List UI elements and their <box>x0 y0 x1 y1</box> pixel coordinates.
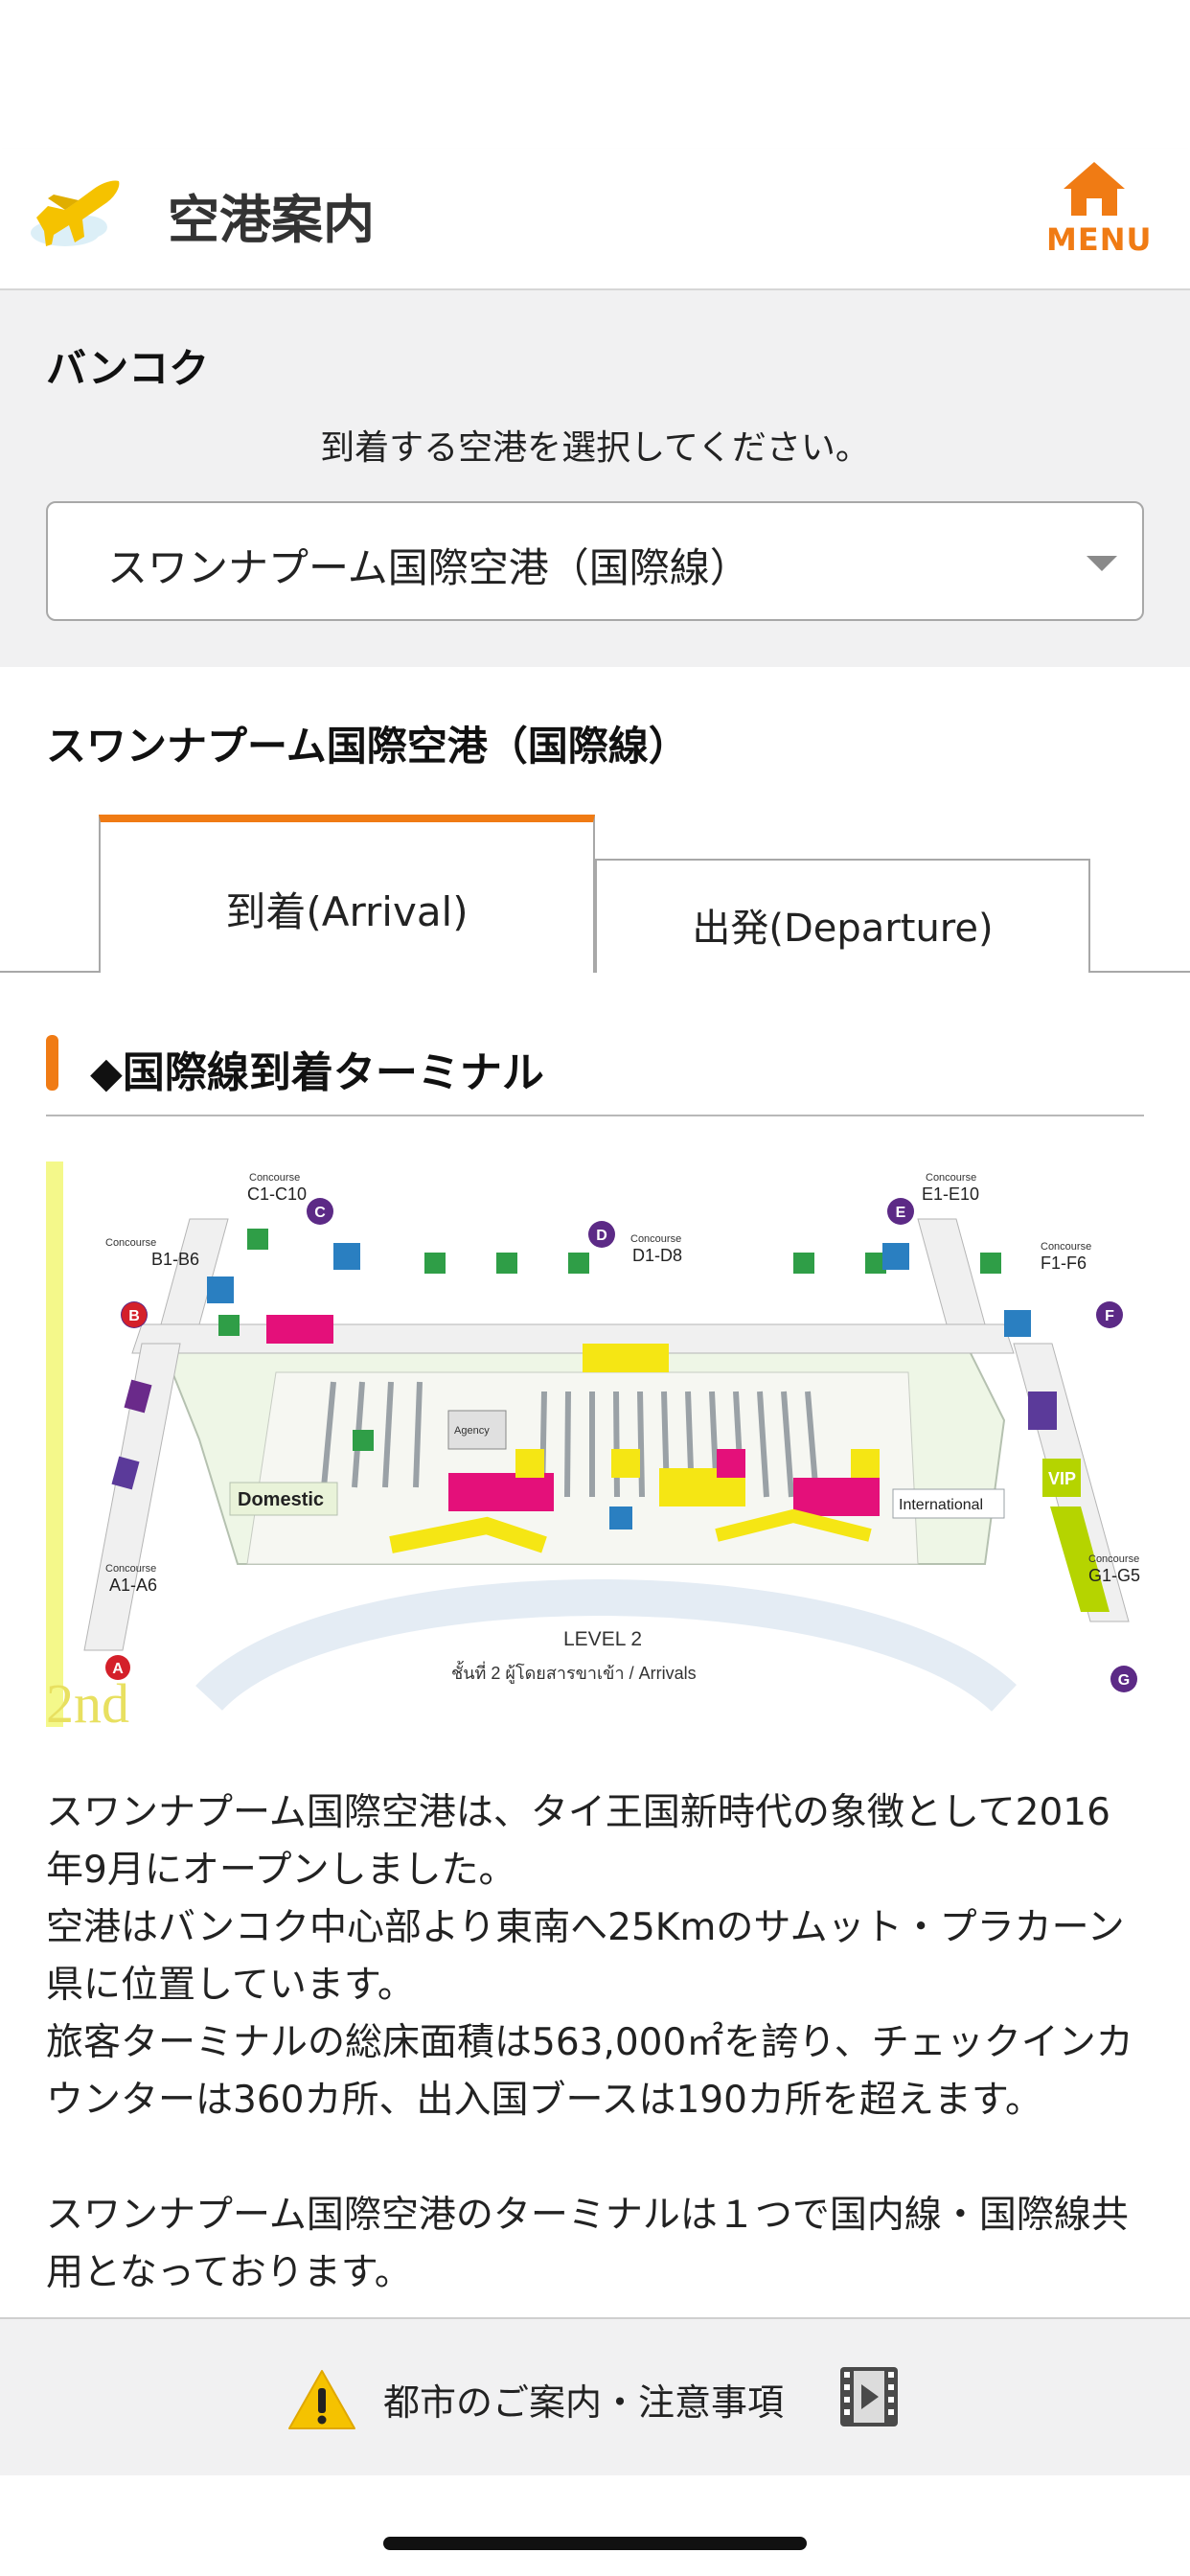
menu-label: MENU <box>1046 221 1153 258</box>
warning-icon <box>288 2370 355 2429</box>
description-paragraph: スワンナプーム国際空港は、タイ王国新時代の象徴として2016年9月にオープンしま… <box>46 1791 1110 1892</box>
city-notes-bar[interactable]: 都市のご案内・注意事項 <box>0 2317 1190 2475</box>
floor-indicator-bar <box>46 1162 63 1727</box>
airport-select-value: スワンナプーム国際空港（国際線） <box>107 544 750 591</box>
city-notes-label: 都市のご案内・注意事項 <box>383 2381 785 2424</box>
airplane-logo-icon <box>31 180 120 246</box>
pier-a <box>83 1343 181 1651</box>
svg-text:Concourse: Concourse <box>926 1172 976 1184</box>
video-icon <box>840 2367 898 2426</box>
select-prompt: 到着する空港を選択してください。 <box>320 428 870 468</box>
agency-label: Agency <box>454 1425 490 1437</box>
arrival-hall <box>246 1371 919 1565</box>
vip-label: VIP <box>1048 1469 1076 1488</box>
svg-text:E1-E10: E1-E10 <box>922 1184 979 1204</box>
svg-text:Concourse: Concourse <box>1041 1241 1091 1253</box>
svg-text:G: G <box>1118 1672 1130 1689</box>
app-header: 空港案内 MENU <box>0 149 1190 290</box>
access-road <box>195 1579 1017 1713</box>
airport-select[interactable]: スワンナプーム国際空港（国際線） <box>46 501 1144 621</box>
terminal-map-image: 2nd VIP <box>46 1162 1144 1727</box>
tab-departure-label: 出発(Departure) <box>692 907 994 951</box>
svg-text:Concourse: Concourse <box>630 1233 681 1245</box>
svg-text:A: A <box>112 1661 124 1677</box>
home-icon <box>1064 162 1125 216</box>
home-indicator[interactable] <box>383 2537 807 2550</box>
svg-text:F: F <box>1105 1308 1114 1324</box>
home-indicator-area <box>0 2475 1190 2576</box>
level-label: LEVEL 2 <box>563 1628 642 1650</box>
section-heading-text: ◆国際線到着ターミナル <box>90 1048 544 1097</box>
city-name: バンコク <box>46 345 210 392</box>
svg-text:B1-B6: B1-B6 <box>151 1250 199 1269</box>
floor-label: 2nd <box>46 1672 129 1727</box>
description-paragraph: 旅客ターミナルの総床面積は563,000㎡を誇り、チェックインカウンターは360… <box>46 2021 1133 2122</box>
upper-pier <box>131 1323 1015 1354</box>
svg-text:F1-F6: F1-F6 <box>1041 1254 1087 1273</box>
airport-description: スワンナプーム国際空港は、タイ王国新時代の象徴として2016年9月にオープンしま… <box>46 1784 1144 2302</box>
domestic-label: Domestic <box>238 1489 324 1510</box>
svg-text:Concourse: Concourse <box>1088 1553 1139 1565</box>
level-sub-label: ชั้นที่ 2 ผู้โดยสารขาเข้า / Arrivals <box>451 1661 697 1684</box>
description-spacer <box>46 2129 1144 2187</box>
chevron-down-icon <box>1087 556 1117 571</box>
menu-button[interactable]: MENU <box>1046 158 1153 273</box>
page-title: 空港案内 <box>168 190 375 250</box>
svg-text:Concourse: Concourse <box>105 1563 156 1575</box>
svg-text:G1-G5: G1-G5 <box>1088 1566 1140 1585</box>
tab-departure[interactable]: 出発(Departure) <box>595 859 1090 973</box>
section-accent-bar <box>46 1035 58 1091</box>
description-paragraph: スワンナプーム国際空港のターミナルは１つで国内線・国際線共用となっております。 <box>46 2194 1129 2294</box>
svg-text:C1-C10: C1-C10 <box>247 1184 307 1204</box>
svg-text:D1-D8: D1-D8 <box>632 1246 682 1265</box>
international-label: International <box>899 1497 983 1513</box>
airport-selector-section: バンコク 到着する空港を選択してください。 スワンナプーム国際空港（国際線） <box>0 290 1190 667</box>
tab-arrival[interactable]: 到着(Arrival) <box>99 815 595 973</box>
section-heading: ◆国際線到着ターミナル <box>46 1035 1144 1116</box>
svg-text:Concourse: Concourse <box>249 1172 300 1184</box>
tab-arrival-label: 到着(Arrival) <box>225 888 469 935</box>
description-paragraph: 空港はバンコク中心部より東南へ25Kmのサムット・プラカーン県に位置しています。 <box>46 1906 1125 2007</box>
airport-heading: スワンナプーム国際空港（国際線） <box>46 723 689 770</box>
svg-text:B: B <box>128 1308 140 1324</box>
svg-text:D: D <box>596 1228 607 1244</box>
svg-text:Concourse: Concourse <box>105 1237 156 1249</box>
svg-text:C: C <box>314 1205 326 1221</box>
status-bar-area <box>0 0 1190 149</box>
vip-box <box>1042 1459 1081 1497</box>
svg-text:A1-A6: A1-A6 <box>109 1576 157 1595</box>
svg-text:E: E <box>896 1205 906 1221</box>
